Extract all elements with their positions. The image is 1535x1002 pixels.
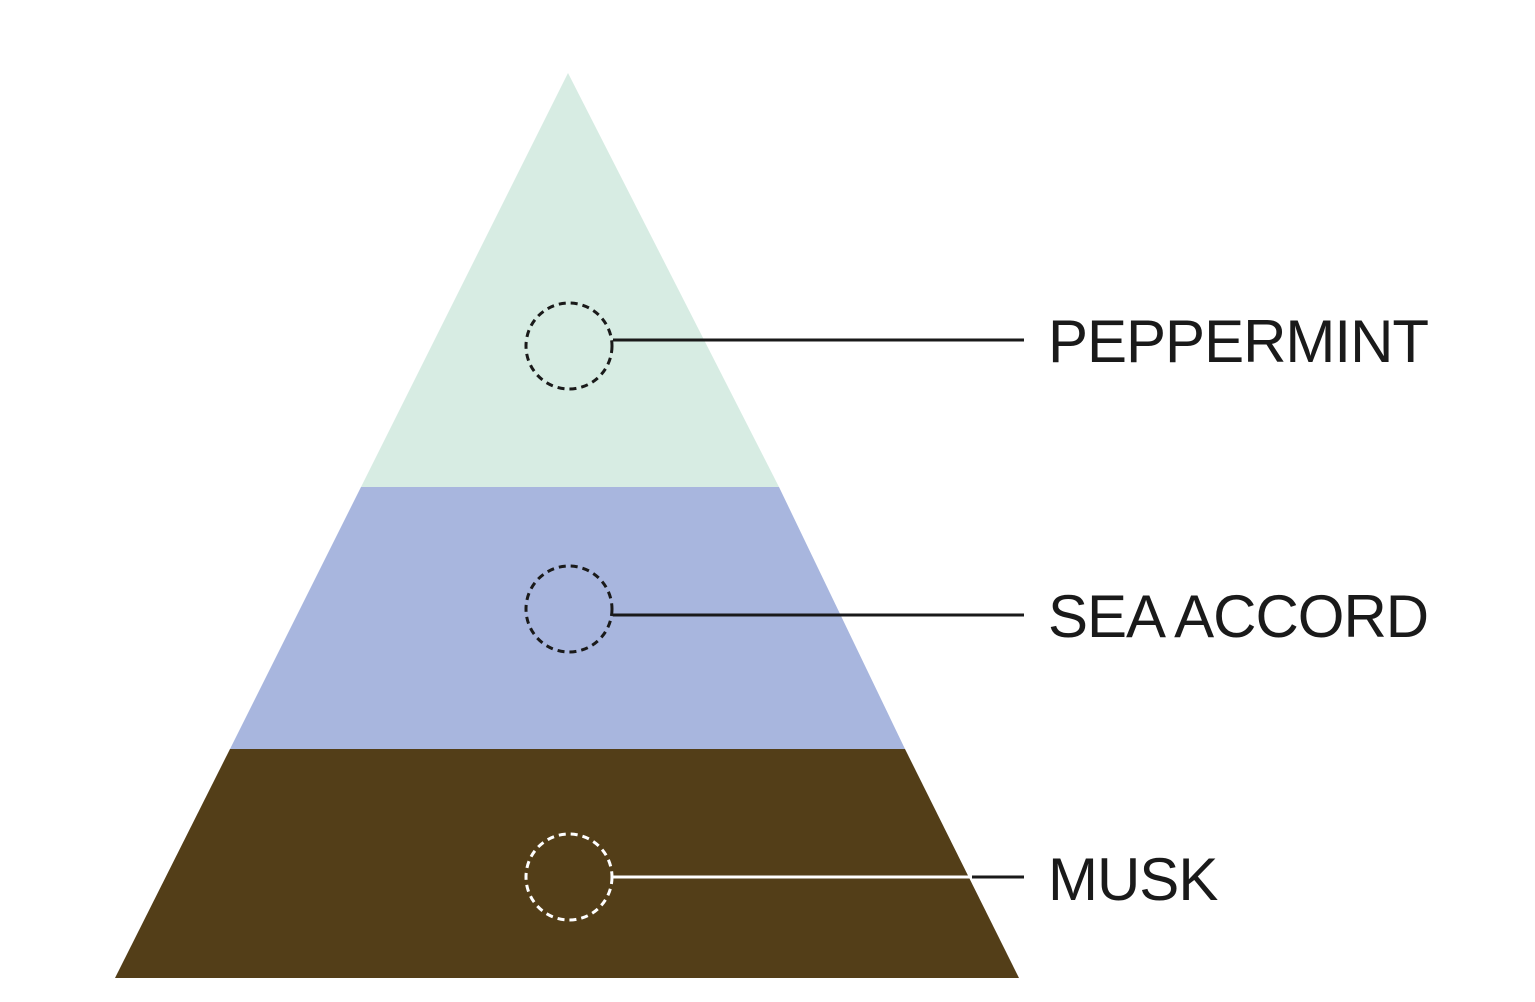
pyramid-tier-top	[361, 73, 779, 487]
pyramid-tier-base	[115, 749, 1019, 978]
note-label-middle: SEA ACCORD	[1048, 583, 1428, 650]
dashed-circle-marker-top	[524, 301, 614, 391]
dashed-circle-marker-middle	[524, 564, 614, 654]
note-label-base: MUSK	[1048, 846, 1218, 913]
dashed-circle-marker-base	[524, 832, 614, 922]
pyramid-tier-middle	[230, 487, 905, 749]
note-label-top: PEPPERMINT	[1048, 308, 1428, 375]
